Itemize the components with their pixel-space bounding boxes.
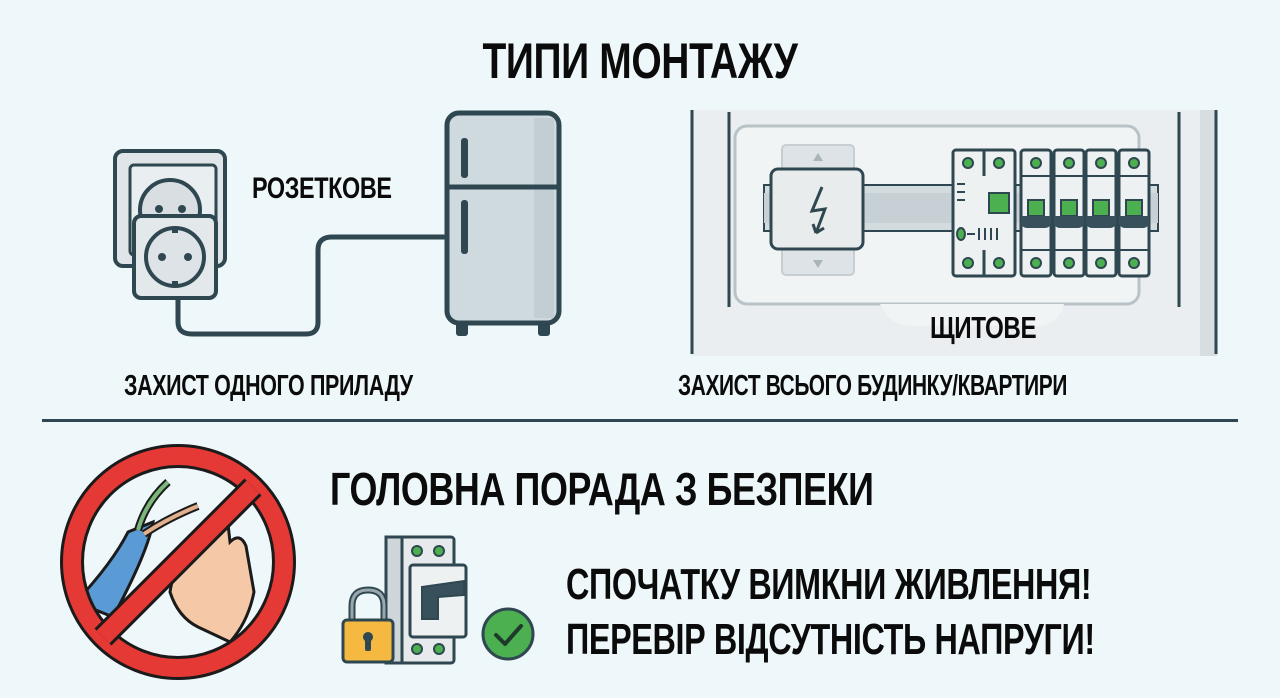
circuit-breaker-icon (1052, 148, 1085, 278)
safety-instruction-2: ПЕРЕВІР ВІДСУТНІСТЬ НАПРУГИ! (566, 615, 1095, 664)
circuit-breaker-icon (1019, 148, 1053, 278)
safety-instruction-1: СПОЧАТКУ ВИМКНИ ЖИВЛЕННЯ! (566, 560, 1092, 609)
panel-type-caption: ЗАХИСТ ВСЬОГО БУДИНКУ/КВАРТИРИ (678, 370, 1067, 402)
section-divider (42, 419, 1238, 422)
cable-wire-icon (73, 519, 155, 619)
plug-adapter-icon (132, 214, 218, 300)
cable-icon (175, 234, 452, 337)
breaker-icon (384, 535, 468, 665)
page-title: ТИПИ МОНТАЖУ (482, 33, 798, 89)
panel-type-label: ЩИТОВЕ (930, 310, 1037, 345)
circuit-breaker-icon (1084, 148, 1118, 278)
socket-type-caption: ЗАХИСТ ОДНОГО ПРИЛАДУ (124, 370, 413, 402)
lock-icon (341, 586, 395, 664)
rcd-icon (951, 148, 1017, 278)
voltage-relay-icon (769, 144, 865, 276)
prohibition-icon (60, 444, 296, 680)
safety-tip-title: ГОЛОВНА ПОРАДА З БЕЗПЕКИ (330, 463, 874, 515)
check-icon (481, 607, 535, 661)
socket-type-label: РОЗЕТКОВЕ (252, 172, 392, 205)
refrigerator-icon (444, 110, 562, 336)
circuit-breaker-icon (1117, 148, 1150, 278)
